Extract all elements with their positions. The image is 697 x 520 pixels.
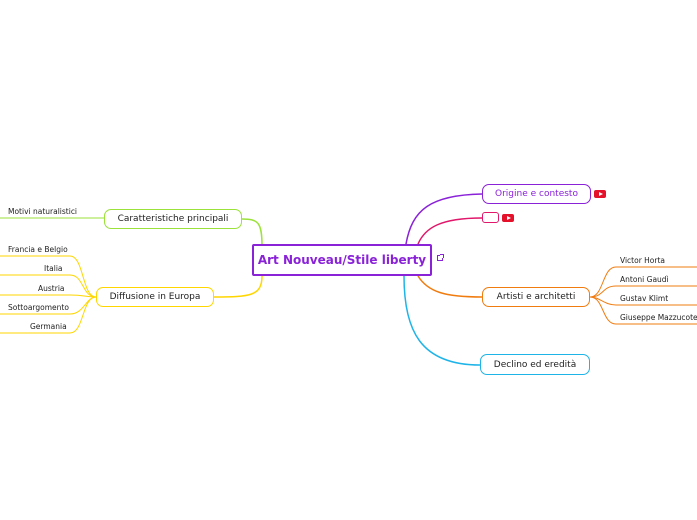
subtopic-sottoargomento[interactable]: Sottoargomento: [8, 303, 69, 312]
connector-diffusione: [213, 275, 263, 298]
topic-artisti-e-architetti[interactable]: Artisti e architetti: [482, 287, 590, 307]
topic-caratteristiche-principali[interactable]: Caratteristiche principali: [104, 209, 242, 229]
connector-gaudi: [589, 285, 697, 298]
topic-declino-ed-eredita[interactable]: Declino ed eredità: [480, 354, 590, 375]
subtopic-victor-horta[interactable]: Victor Horta: [620, 256, 666, 265]
root-topic[interactable]: Art Nouveau/Stile liberty: [252, 244, 432, 276]
subtopic-giuseppe-mazzucotelli[interactable]: Giuseppe Mazzucotelli: [620, 313, 697, 322]
connector-declino: [403, 275, 481, 366]
connector-italia: [0, 274, 97, 298]
youtube-icon[interactable]: [502, 214, 514, 222]
subtopic-motivi-naturalistici[interactable]: Motivi naturalistici: [8, 207, 78, 216]
subtopic-gustav-klimt[interactable]: Gustav Klimt: [620, 294, 669, 303]
youtube-icon[interactable]: [594, 190, 606, 198]
subtopic-antoni-gaudi[interactable]: Antoni Gaudì: [620, 275, 669, 284]
connector-vuoto: [417, 217, 483, 245]
connector-horta: [589, 266, 697, 298]
connector-mazzucotelli: [589, 296, 697, 325]
connector-germania: [0, 296, 97, 334]
topic-diffusione-in-europa[interactable]: Diffusione in Europa: [96, 287, 214, 307]
connector-caratteristiche: [241, 218, 263, 247]
subtopic-francia-e-belgio[interactable]: Francia e Belgio: [8, 245, 68, 254]
connector-francia: [0, 255, 97, 298]
topic-empty[interactable]: [482, 212, 499, 223]
subtopic-germania[interactable]: Germania: [30, 322, 67, 331]
topic-origine-e-contesto[interactable]: Origine e contesto: [482, 184, 591, 204]
connector-austria: [0, 294, 97, 298]
connector-origine: [405, 193, 483, 245]
connector-artisti: [417, 275, 483, 298]
external-link-icon[interactable]: [437, 254, 444, 261]
subtopic-austria[interactable]: Austria: [38, 284, 65, 293]
subtopic-italia[interactable]: Italia: [44, 264, 63, 273]
